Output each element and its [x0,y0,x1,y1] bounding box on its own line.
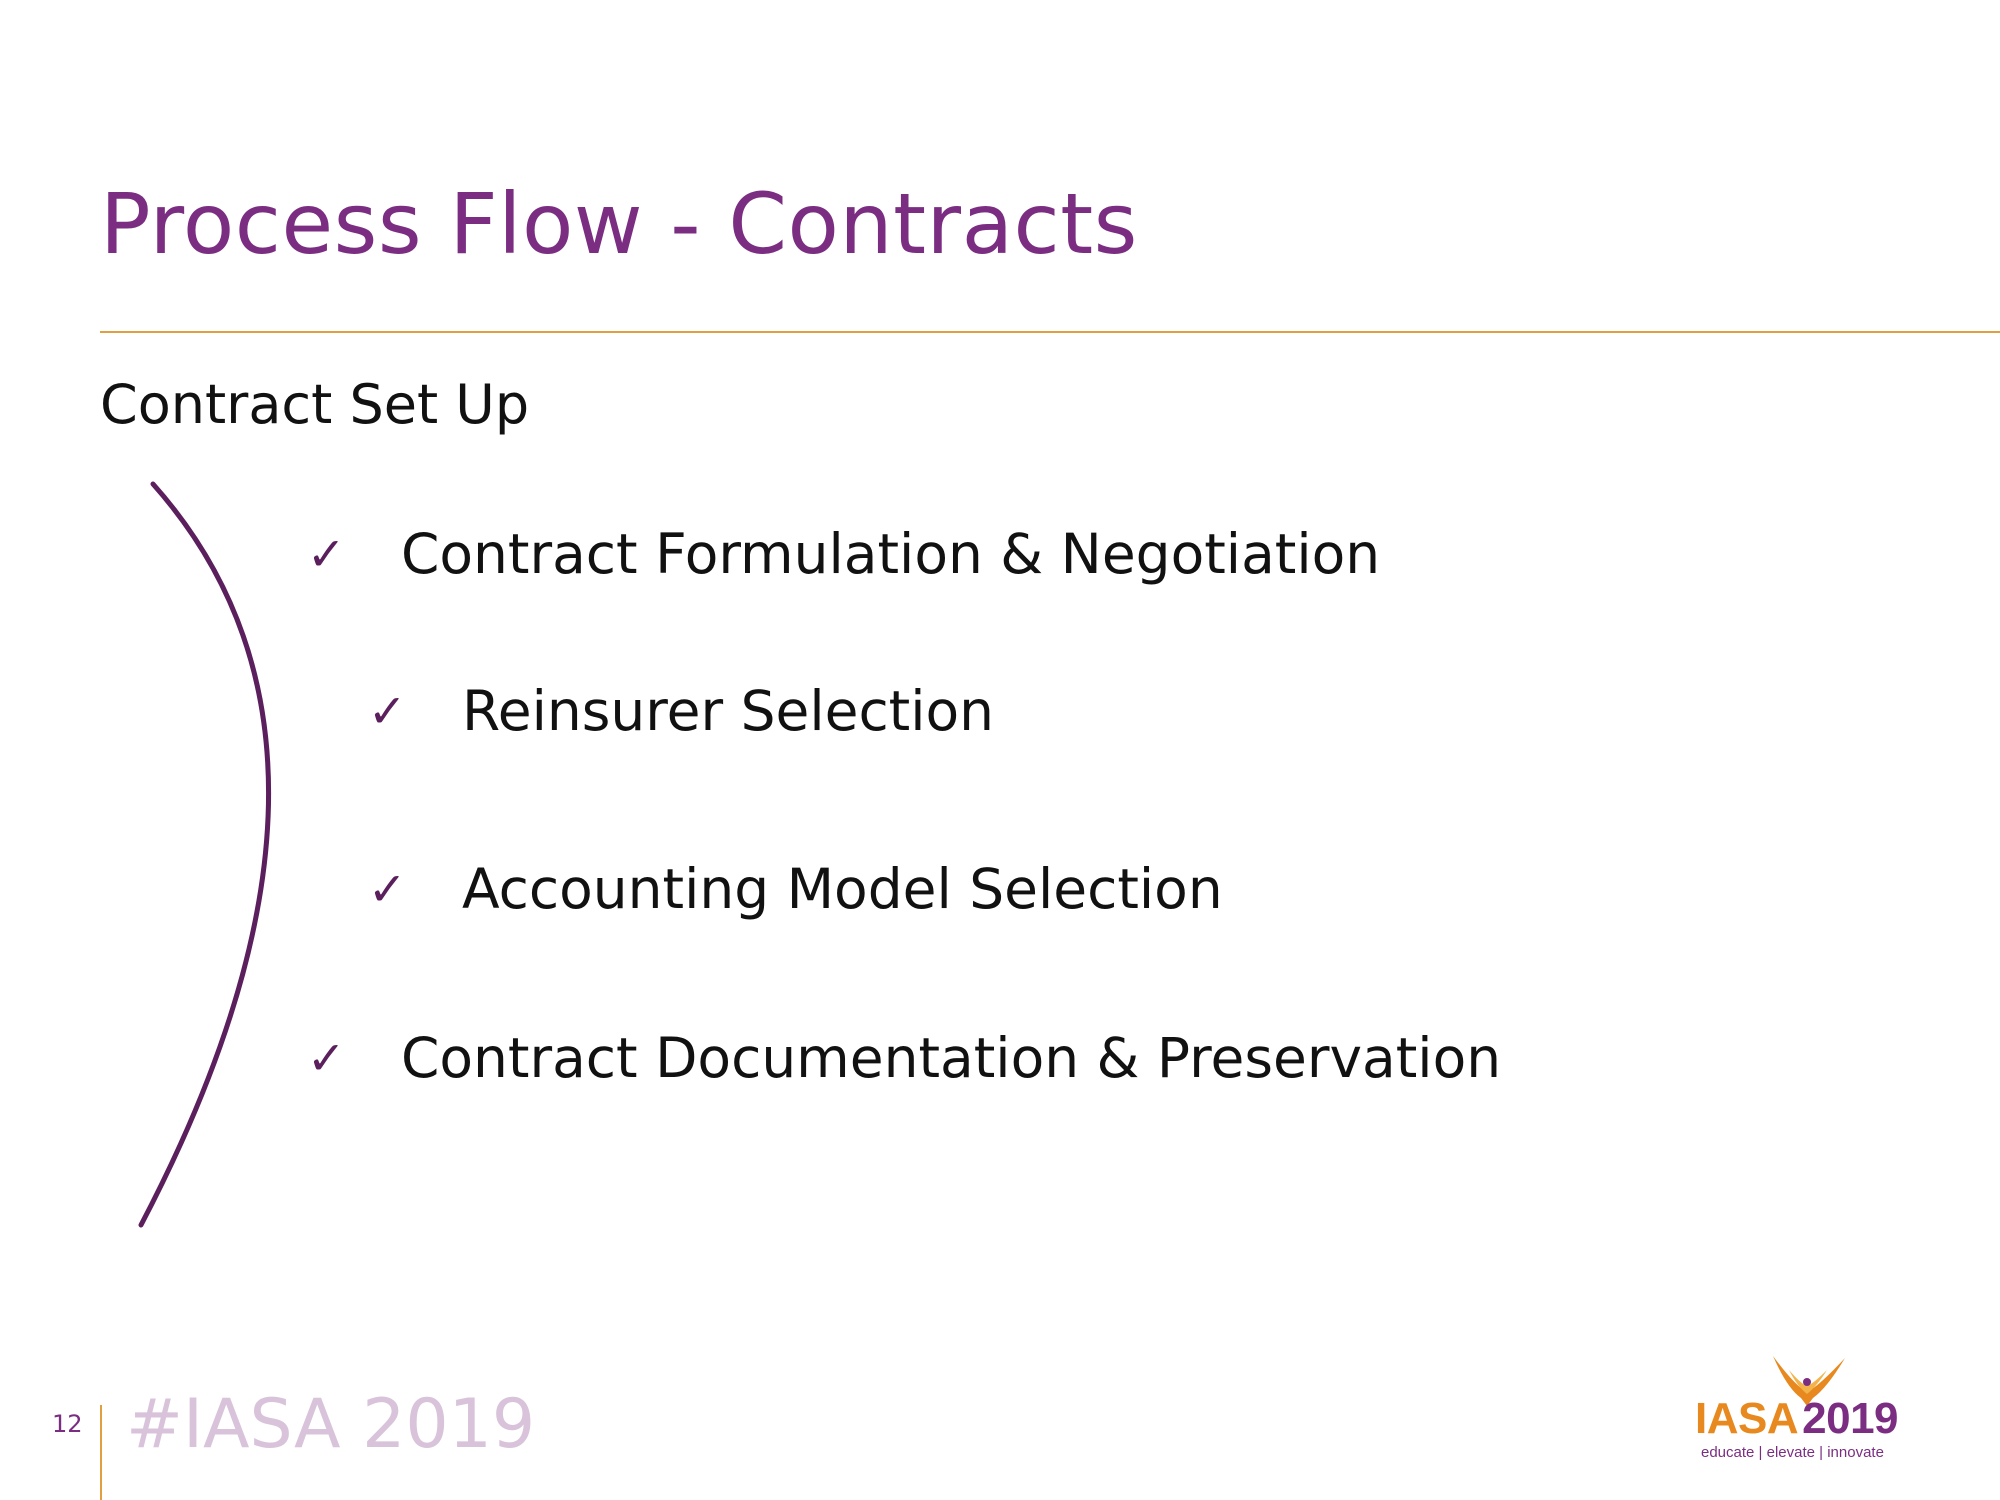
page-number: 12 [52,1410,83,1438]
iasa-logo: IASA2019 educate | elevate | innovate [1695,1352,1925,1462]
checklist-item-label: Contract Formulation & Negotiation [401,522,1381,586]
checklist-item-label: Reinsurer Selection [462,679,995,743]
footer-divider [100,1405,102,1500]
title-divider [100,331,2000,333]
logo-wordmark: IASA2019 [1695,1394,1899,1443]
event-hashtag: #IASA 2019 [126,1385,536,1464]
checklist-item: ✓ Reinsurer Selection [368,679,994,743]
checklist-item-label: Accounting Model Selection [462,857,1223,921]
slide-title: Process Flow - Contracts [100,175,1138,273]
checklist-item: ✓ Contract Formulation & Negotiation [307,522,1380,586]
curved-bracket-icon [138,481,271,1228]
check-icon: ✓ [307,527,346,581]
phoenix-logo-icon [1773,1356,1845,1406]
check-icon: ✓ [368,684,407,738]
checklist-item: ✓ Contract Documentation & Preservation [307,1026,1501,1090]
checklist-item: ✓ Accounting Model Selection [368,857,1223,921]
checklist-item-label: Contract Documentation & Preservation [401,1026,1502,1090]
logo-tagline: educate | elevate | innovate [1701,1444,1884,1461]
section-heading: Contract Set Up [100,373,530,436]
check-icon: ✓ [307,1031,346,1085]
check-icon: ✓ [368,862,407,916]
